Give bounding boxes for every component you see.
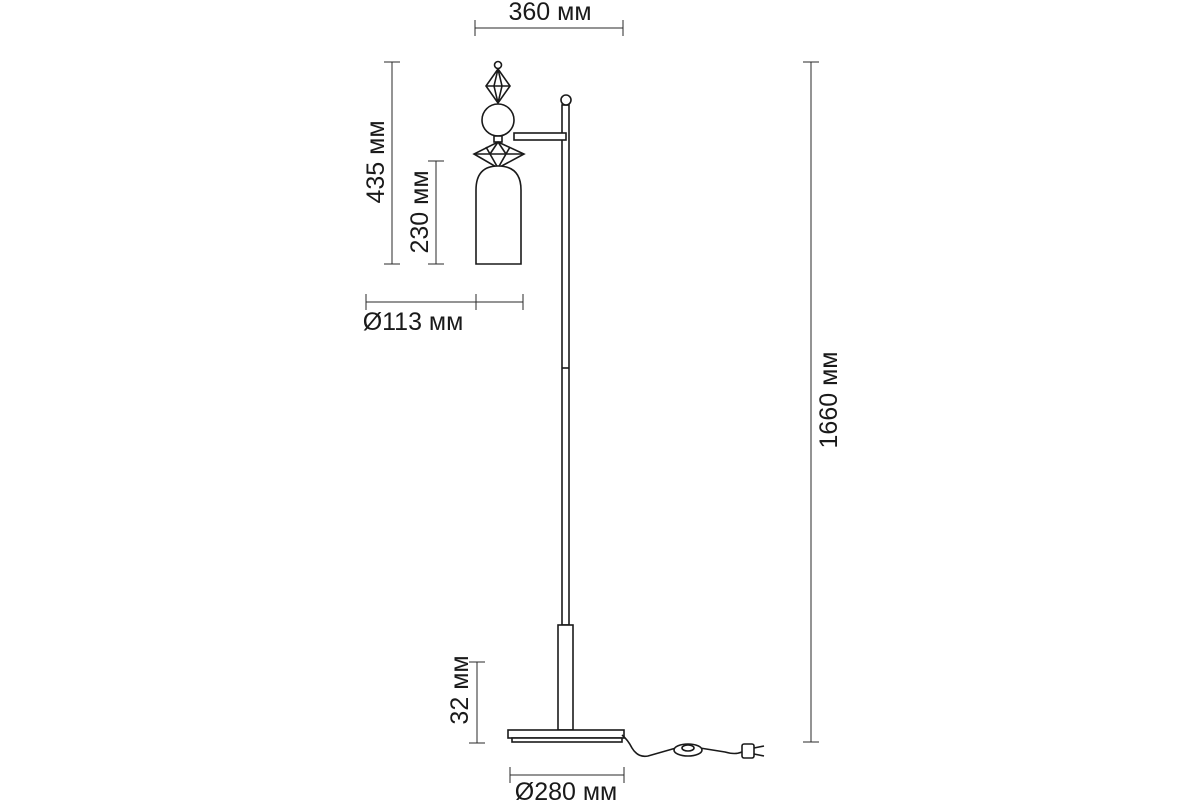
dim-pendant-height: 435 мм <box>362 61 400 265</box>
pendant-shade <box>475 165 522 265</box>
pendant-finial <box>485 60 511 105</box>
dim-shade-diameter: Ø113 мм <box>363 294 524 336</box>
power-plug <box>741 743 765 759</box>
dim-total-height-label: 1660 мм <box>815 352 843 449</box>
dim-width-top: 360 мм <box>474 0 624 36</box>
lamp-cord <box>621 734 743 758</box>
foot-switch <box>673 743 703 757</box>
dim-shade-diameter-label: Ø113 мм <box>363 308 464 336</box>
pendant-crystal-collar <box>472 141 526 169</box>
lamp-pole <box>560 94 572 626</box>
dim-base-thickness-label: 32 мм <box>446 655 474 724</box>
dim-base-diameter: Ø280 мм <box>509 767 625 800</box>
dim-pendant-height-label: 435 мм <box>362 120 390 203</box>
dim-base-diameter-label: Ø280 мм <box>515 778 617 800</box>
dim-total-height: 1660 мм <box>803 61 843 743</box>
dim-base-thickness: 32 мм <box>446 655 485 744</box>
dim-shade-height: 230 мм <box>406 160 444 265</box>
lamp-base <box>507 729 625 743</box>
pendant-ball <box>481 103 515 137</box>
lamp-arm <box>513 132 567 141</box>
lamp-pole-sleeve <box>557 624 574 731</box>
pendant-connector <box>493 135 503 143</box>
dim-width-top-label: 360 мм <box>508 0 591 26</box>
dim-shade-height-label: 230 мм <box>406 170 434 253</box>
